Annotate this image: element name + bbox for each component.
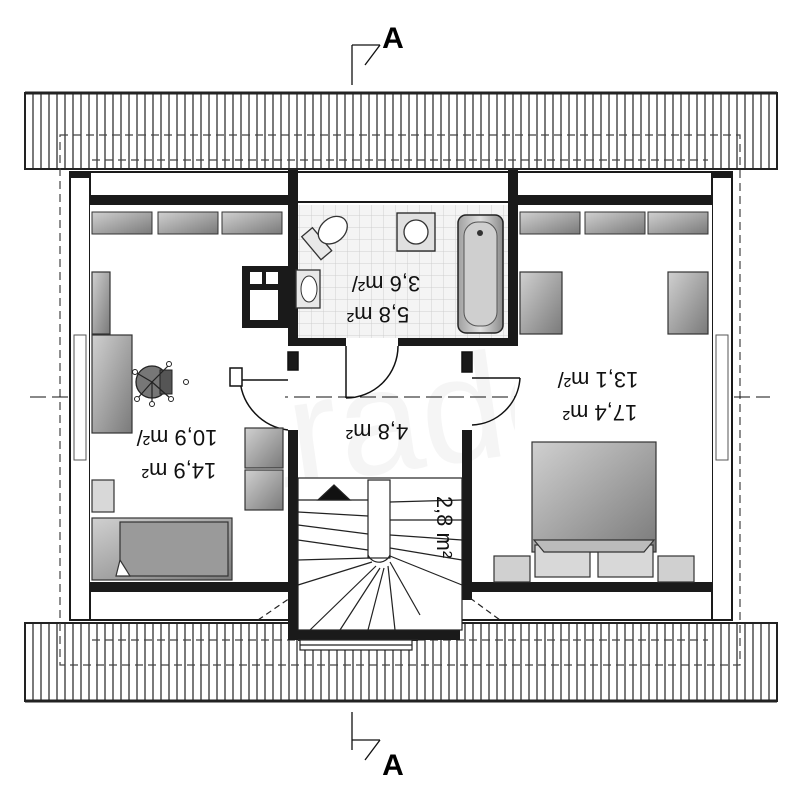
bathroom-total-area: 5,8 m² — [347, 302, 409, 327]
bathroom-fixtures — [295, 212, 504, 334]
stairs-area: 2,8 m² — [432, 496, 457, 558]
left-room-usable-area: 10,9 m²/ — [136, 425, 218, 450]
right-room-total-area: 17,4 m² — [563, 400, 638, 425]
staircase — [257, 477, 501, 651]
left-room-furniture — [91, 271, 284, 581]
left-room-total-area: 14,9 m² — [142, 458, 217, 483]
right-room-usable-area: 13,1 m²/ — [557, 367, 639, 392]
office-chair — [132, 361, 189, 407]
section-marker-bottom: A — [382, 749, 404, 782]
doors — [229, 345, 521, 431]
roof-band-top — [24, 91, 778, 170]
roof-outline-dashed — [59, 134, 741, 666]
hall-area: 4,8 m² — [346, 419, 408, 444]
roof-windows — [91, 211, 709, 235]
section-marker-top: A — [382, 22, 404, 55]
chimney — [242, 266, 288, 328]
bathroom-usable-area: 3,6 m²/ — [351, 271, 420, 296]
right-room-furniture — [493, 271, 709, 583]
